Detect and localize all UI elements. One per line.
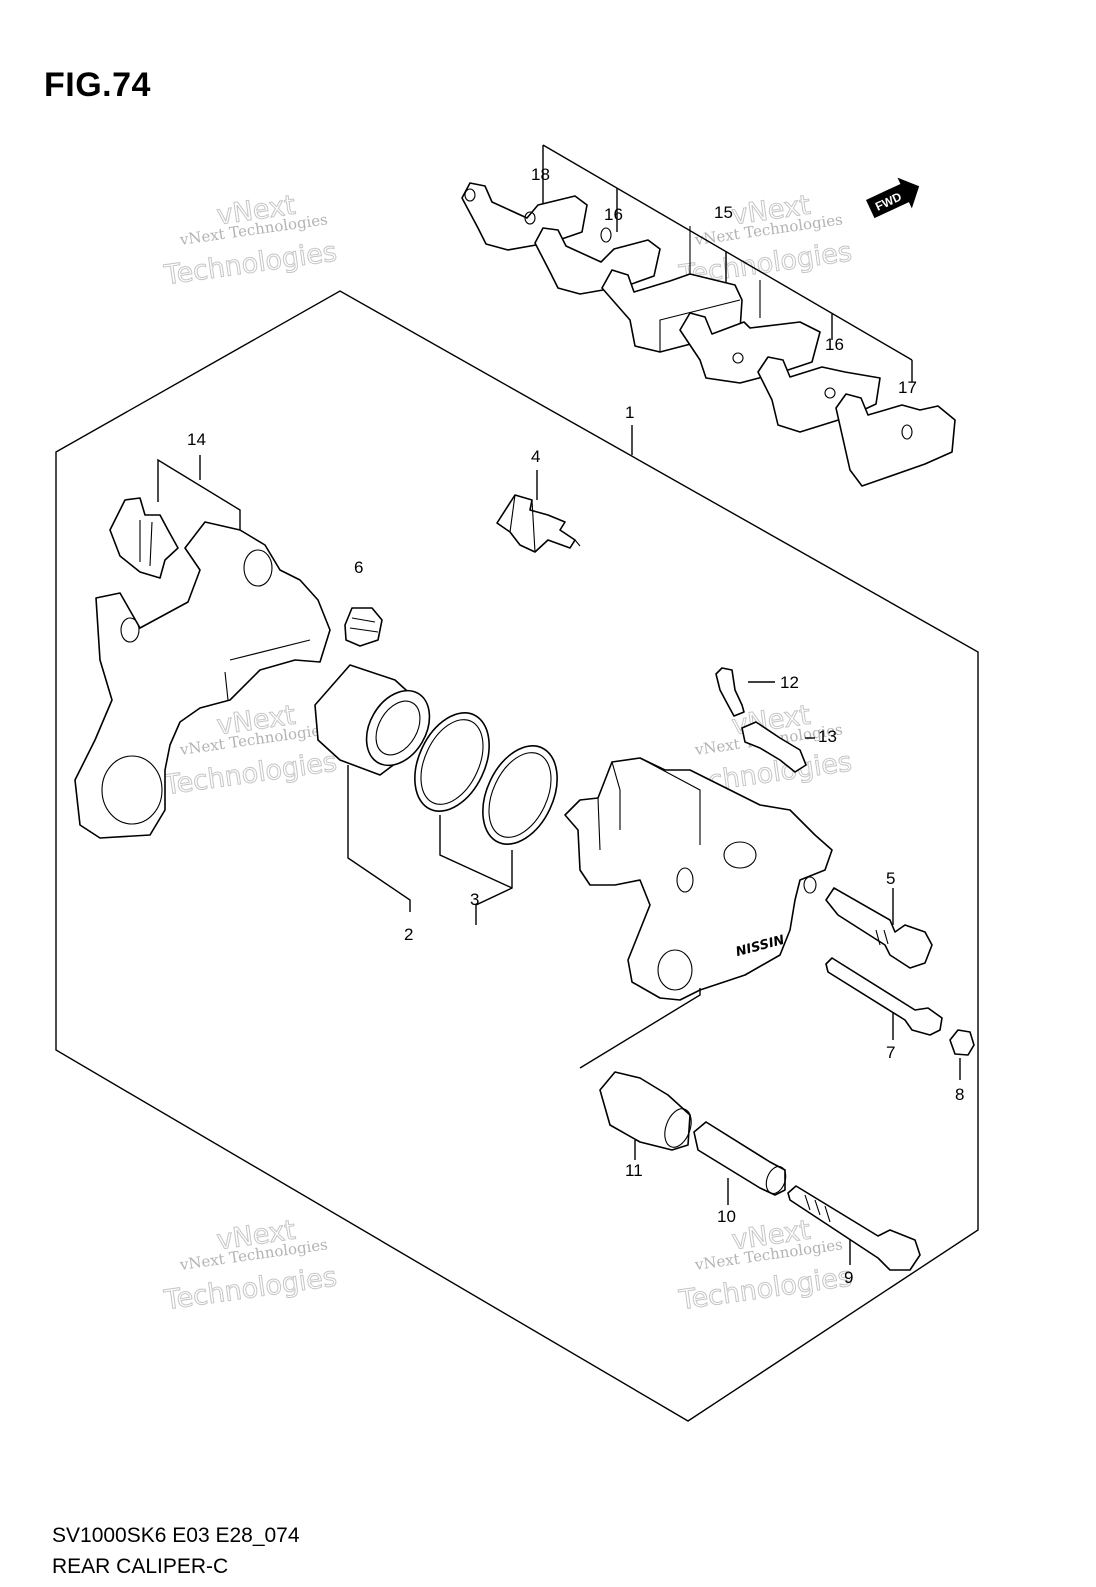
callout-7: 7 [886, 1043, 895, 1062]
callout-13: 13 [818, 727, 837, 746]
brake-pad-shim-17 [835, 393, 956, 487]
bleeder-valve-12 [715, 667, 775, 717]
callout-3: 3 [470, 890, 479, 909]
callout-14: 14 [187, 430, 206, 449]
callout-16a: 16 [604, 205, 623, 224]
callout-1: 1 [625, 403, 634, 422]
callout-2: 2 [404, 925, 413, 944]
caliper-body: NISSIN [564, 757, 833, 1001]
callout-11: 11 [625, 1161, 643, 1180]
caliper-bracket-14 [74, 455, 331, 839]
brake-pad-16b [679, 312, 821, 384]
plug-8 [949, 1029, 975, 1080]
callout-8: 8 [955, 1085, 964, 1104]
boot-11 [599, 1071, 692, 1160]
figure-title: FIG.74 [44, 66, 151, 104]
slide-pin-bolt-5 [825, 887, 933, 969]
clip-13 [741, 721, 815, 773]
piston-seal-3 [414, 712, 558, 925]
callout-18: 18 [531, 165, 550, 184]
pad-spring-4 [496, 470, 581, 553]
watermark-2: vNext vNext Technologies Technologies [676, 189, 854, 292]
pad-pin-7 [825, 957, 943, 1040]
watermark-5: vNext vNext Technologies Technologies [161, 1214, 339, 1317]
watermark-1: vNext vNext Technologies Technologies [161, 189, 339, 292]
brake-pad-shim-18 [461, 182, 588, 251]
fwd-direction-badge: FWD [866, 177, 920, 219]
callout-10: 10 [717, 1207, 736, 1226]
assembly-outline [55, 290, 979, 1422]
model-code: SV1000SK6 E03 E28_074 [52, 1524, 300, 1547]
mount-leader [579, 988, 701, 1069]
callout-17: 17 [898, 378, 917, 397]
pad-kit-bracket [542, 144, 913, 382]
callout-15: 15 [714, 203, 733, 222]
callout-4: 4 [531, 447, 540, 466]
bleeder-cap-6 [344, 607, 383, 647]
sleeve-10 [693, 1121, 787, 1205]
bolt-9 [787, 1185, 921, 1271]
brake-pad-shim-16a [534, 227, 661, 295]
callout-16b: 16 [825, 335, 844, 354]
watermark-6: vNext vNext Technologies Technologies [676, 1214, 854, 1317]
callout-9: 9 [844, 1268, 853, 1287]
callout-12: 12 [780, 673, 799, 692]
section-name: REAR CALIPER-C [52, 1555, 229, 1578]
piston-2 [314, 664, 431, 912]
callout-6: 6 [354, 558, 363, 577]
callout-5: 5 [886, 869, 895, 888]
